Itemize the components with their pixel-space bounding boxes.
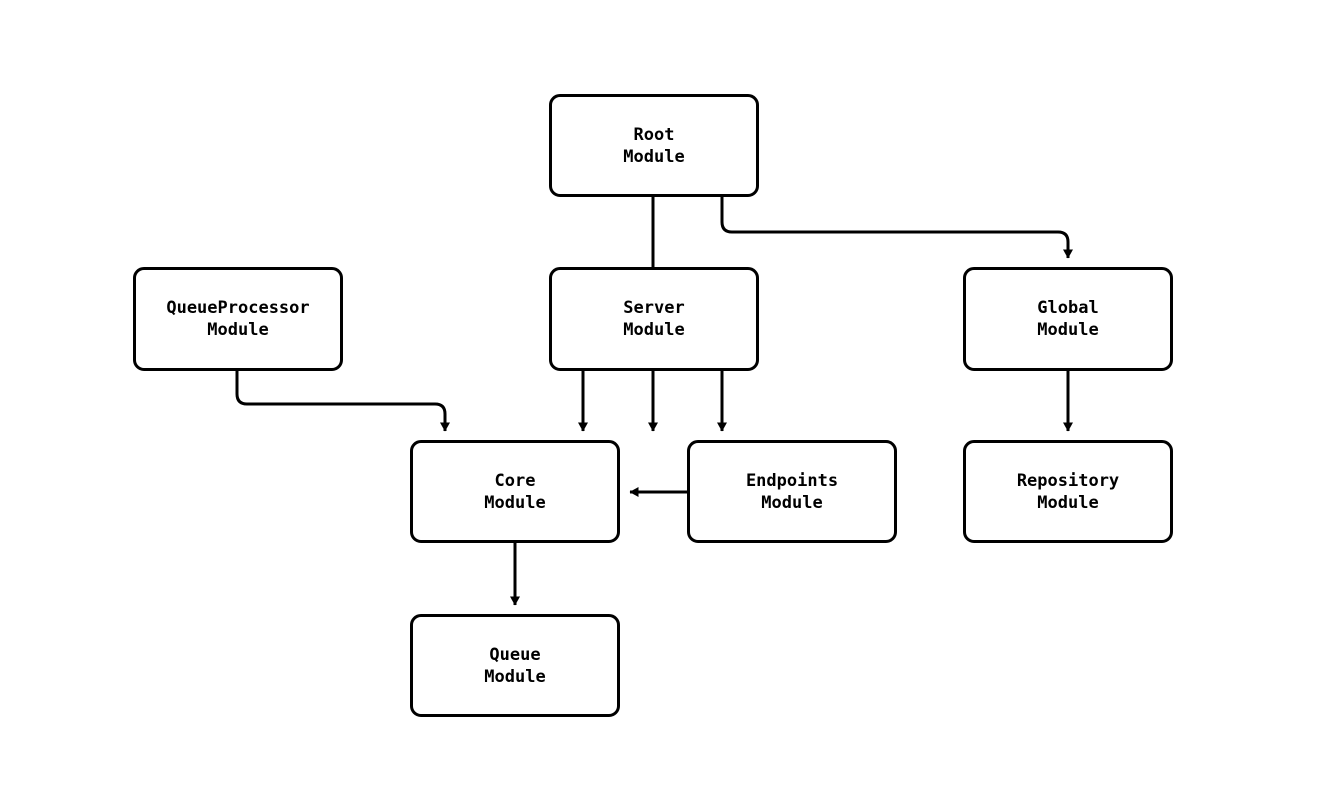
node-repository-module-label-line2: Module (1037, 492, 1099, 513)
node-queue-module-label-line2: Module (484, 666, 546, 687)
node-endpoints-module-label-line2: Module (761, 492, 823, 513)
node-queueprocessor-module-label-line1: QueueProcessor (166, 298, 310, 318)
node-queue-module-label-line1: Queue (489, 644, 541, 665)
node-endpoints-module[interactable]: Endpoints Module (687, 440, 897, 543)
node-root-module-label-line1: Root (633, 124, 675, 145)
node-core-module[interactable]: Core Module (410, 440, 620, 543)
node-queue-module[interactable]: Queue Module (410, 614, 620, 717)
node-global-module-label-line2: Module (1037, 320, 1099, 340)
node-server-module-label-line1: Server (623, 298, 685, 318)
node-core-module-label-line1: Core (494, 470, 536, 491)
node-queueprocessor-module-label-line2: Module (207, 320, 269, 340)
node-global-module[interactable]: Global Module (963, 267, 1173, 371)
node-endpoints-module-label-line1: Endpoints (745, 470, 839, 491)
node-server-module[interactable]: Server Module (549, 267, 759, 371)
node-root-module[interactable]: Root Module (549, 94, 759, 197)
node-root-module-label-line2: Module (623, 146, 685, 167)
node-core-module-label-line2: Module (484, 492, 546, 513)
node-repository-module[interactable]: Repository Module (963, 440, 1173, 543)
node-queueprocessor-module[interactable]: QueueProcessor Module (133, 267, 343, 371)
edge-queueprocessor-to-core (235, 371, 450, 432)
node-repository-module-label-line1: Repository (1016, 470, 1120, 491)
node-global-module-label-line1: Global (1037, 298, 1099, 318)
edge-root-to-global (720, 197, 1073, 259)
node-server-module-label-line2: Module (623, 320, 685, 340)
